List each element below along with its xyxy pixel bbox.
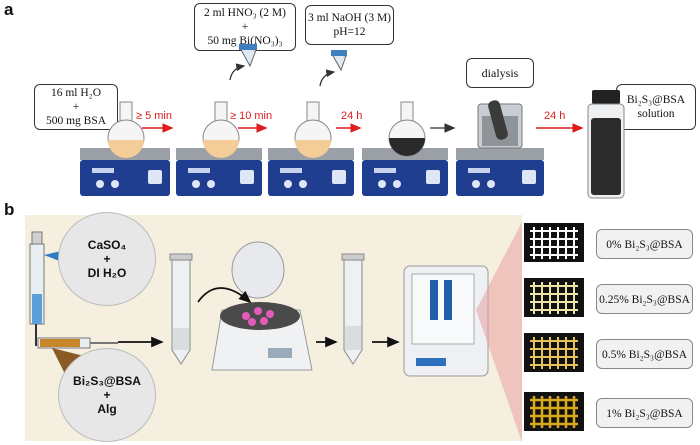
scaffold-label: 0% Bi₂S₃@BSA (596, 229, 693, 259)
circle-line: DI H₂O (87, 266, 127, 280)
stirrer-4 (362, 148, 448, 196)
reagent-box-bsa: 16 ml H₂O + 500 mg BSA (34, 84, 118, 130)
bioprinter (403, 265, 489, 377)
scaffold-grid (530, 227, 578, 259)
flask-2 (202, 101, 240, 158)
dialysis-box: dialysis (466, 58, 534, 88)
circle-line: Alg (97, 402, 117, 416)
scaffold-grid (530, 282, 578, 314)
circle-line: Bi₂S₃@BSA (73, 374, 141, 388)
circle-bi2s3-alg: Bi₂S₃@BSA + Alg (58, 348, 156, 442)
reagent-line: + (72, 101, 80, 113)
scaffold-image (524, 333, 584, 372)
scaffold-label: 0.25% Bi₂S₃@BSA (596, 284, 693, 314)
zoom-projection (476, 222, 522, 442)
tube-1 (169, 253, 193, 365)
time-label: 24 h (544, 110, 566, 122)
scaffold-label: 0.5% Bi₂S₃@BSA (596, 339, 693, 369)
circle-line: CaSO₄ (87, 238, 127, 252)
flask-1 (107, 101, 145, 158)
time-label: 24 h (341, 110, 363, 122)
reagent-box-bi-nitrate: 2 ml HNO₃ (2 M) + 50 mg Bi(NO₃)₃ (194, 3, 296, 51)
time-label: ≥ 10 min (230, 110, 273, 122)
panel-b-label: b (4, 200, 15, 219)
scaffold-image (524, 278, 584, 317)
scaffold-label: 1% Bi₂S₃@BSA (596, 398, 693, 428)
reagent-line: + (241, 21, 249, 33)
reagent-line: 3 ml NaOH (3 M) (307, 12, 392, 24)
time-label: ≥ 5 min (136, 110, 172, 122)
flask-3 (294, 101, 332, 158)
reagent-line: 500 mg BSA (45, 115, 107, 127)
tube-2 (341, 253, 365, 365)
reagent-box-naoh: 3 ml NaOH (3 M) pH=12 (305, 5, 394, 45)
product-line: Bi₂S₃@BSA (626, 94, 686, 106)
dialysis-label: dialysis (481, 66, 519, 80)
reagent-line: 16 ml H₂O (50, 87, 101, 99)
panel-a-illustration (80, 44, 625, 199)
scaffold-image (524, 392, 584, 431)
scaffold-grid (530, 396, 578, 428)
pipette-2 (319, 50, 347, 87)
reagent-line: 2 ml HNO₃ (2 M) (204, 7, 286, 19)
scaffold-image (524, 223, 584, 262)
circle-line: + (103, 388, 111, 402)
panel-a-label: a (4, 0, 14, 19)
circle-line: + (103, 252, 111, 266)
dialysis-beaker (477, 100, 523, 149)
flask-4 (388, 101, 426, 157)
reagent-line: pH=12 (333, 26, 366, 38)
centrifuge (211, 241, 313, 371)
stirrer-5 (456, 148, 544, 196)
pipette-1 (229, 44, 257, 81)
reagent-line: 50 mg Bi(NO₃)₃ (207, 35, 283, 47)
product-line: solution (637, 108, 675, 120)
product-vial (587, 90, 625, 199)
circle-caso4: CaSO₄ + DI H₂O (58, 212, 156, 306)
product-box: Bi₂S₃@BSA solution (616, 84, 696, 130)
flow-arrow (197, 287, 252, 304)
scaffold-grid (530, 337, 578, 369)
